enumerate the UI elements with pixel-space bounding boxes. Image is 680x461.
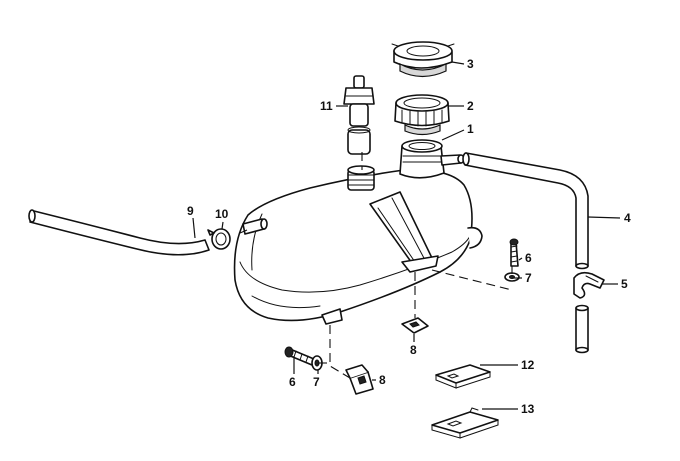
callout-6-right: 6 <box>525 251 532 265</box>
callout-4: 4 <box>624 211 631 225</box>
callout-7-right: 7 <box>525 271 532 285</box>
callout-8-left: 8 <box>379 373 386 387</box>
leader-lines <box>192 61 621 410</box>
callout-12: 12 <box>521 358 535 372</box>
pressure-cap-3 <box>391 41 455 78</box>
plate-13 <box>431 407 499 439</box>
hose-9 <box>28 209 210 256</box>
level-sensor-11 <box>343 75 375 155</box>
callout-6-left: 6 <box>289 375 296 389</box>
clip-nut-8-center <box>401 317 429 334</box>
callout-labels: 1 2 3 4 5 6 6 7 7 8 8 9 10 11 12 13 <box>187 57 631 416</box>
callout-10: 10 <box>215 207 229 221</box>
callout-1: 1 <box>467 122 474 136</box>
hose-4 <box>462 152 589 354</box>
callout-3: 3 <box>467 57 474 71</box>
callout-8-center: 8 <box>410 343 417 357</box>
washer-7-left <box>311 355 323 371</box>
screw-6-right <box>509 238 519 267</box>
expansion-tank-1 <box>233 139 483 325</box>
callout-9: 9 <box>187 204 194 218</box>
screw-6-left <box>284 346 315 366</box>
callout-13: 13 <box>521 402 535 416</box>
callout-11: 11 <box>320 99 333 113</box>
clip-nut-8-left <box>345 364 374 395</box>
washer-7-right <box>504 272 520 282</box>
callout-5: 5 <box>621 277 628 291</box>
hose-clip-5 <box>573 271 605 299</box>
hose-clamp-10 <box>207 228 231 250</box>
plate-12 <box>435 364 491 389</box>
callout-2: 2 <box>467 99 474 113</box>
callout-7-left: 7 <box>313 375 320 389</box>
filler-cap-2 <box>394 94 450 136</box>
assembly-lines <box>239 152 513 379</box>
